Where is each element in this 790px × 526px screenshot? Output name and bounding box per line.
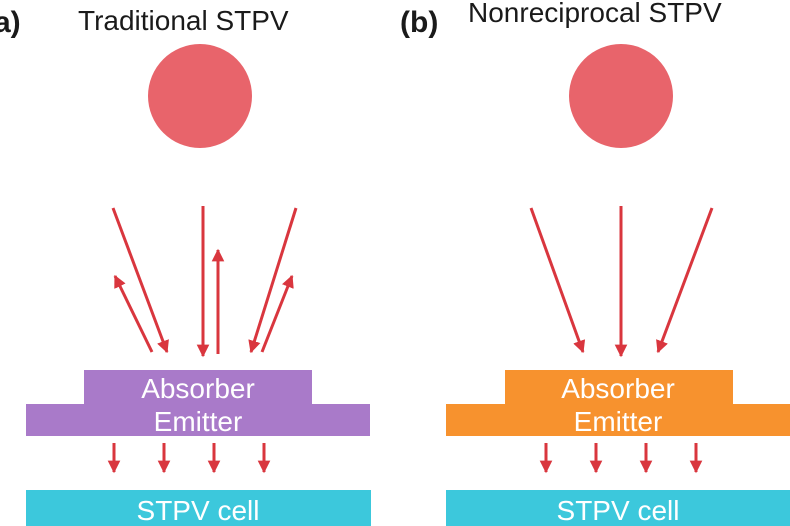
panel-title-traditional: Traditional STPV bbox=[78, 5, 289, 36]
incoming-ray-right-traditional bbox=[248, 207, 298, 354]
panel-traditional: a) Traditional STPV Absorber Emitter STP… bbox=[0, 5, 371, 526]
absorber-emitter-traditional bbox=[26, 370, 370, 436]
stpv-cell-nonreciprocal bbox=[446, 490, 790, 526]
sun-traditional bbox=[148, 44, 252, 148]
emitter-label-nonreciprocal: Emitter bbox=[574, 406, 663, 437]
panel-label-a: a) bbox=[0, 6, 21, 39]
absorber-label-nonreciprocal: Absorber bbox=[561, 373, 675, 404]
reemitted-ray-right-traditional bbox=[260, 274, 294, 353]
panel-nonreciprocal: (b) Nonreciprocal STPV Absorber Emitter … bbox=[400, 0, 790, 526]
panel-title-nonreciprocal: Nonreciprocal STPV bbox=[468, 0, 722, 28]
emitter-label-traditional: Emitter bbox=[154, 406, 243, 437]
sun-nonreciprocal bbox=[569, 44, 673, 148]
absorber-emitter-nonreciprocal bbox=[446, 370, 790, 436]
incoming-ray-left-nonreciprocal bbox=[529, 207, 586, 354]
absorber-label-traditional: Absorber bbox=[141, 373, 255, 404]
stpv-cell-traditional bbox=[26, 490, 371, 526]
stpv-cell-label-nonreciprocal: STPV cell bbox=[557, 495, 680, 526]
incoming-ray-left-traditional bbox=[111, 207, 169, 354]
reemitted-ray-left-traditional bbox=[113, 274, 154, 353]
stpv-cell-label-traditional: STPV cell bbox=[137, 495, 260, 526]
incoming-ray-right-nonreciprocal bbox=[656, 207, 714, 354]
panel-label-b: (b) bbox=[400, 6, 438, 39]
